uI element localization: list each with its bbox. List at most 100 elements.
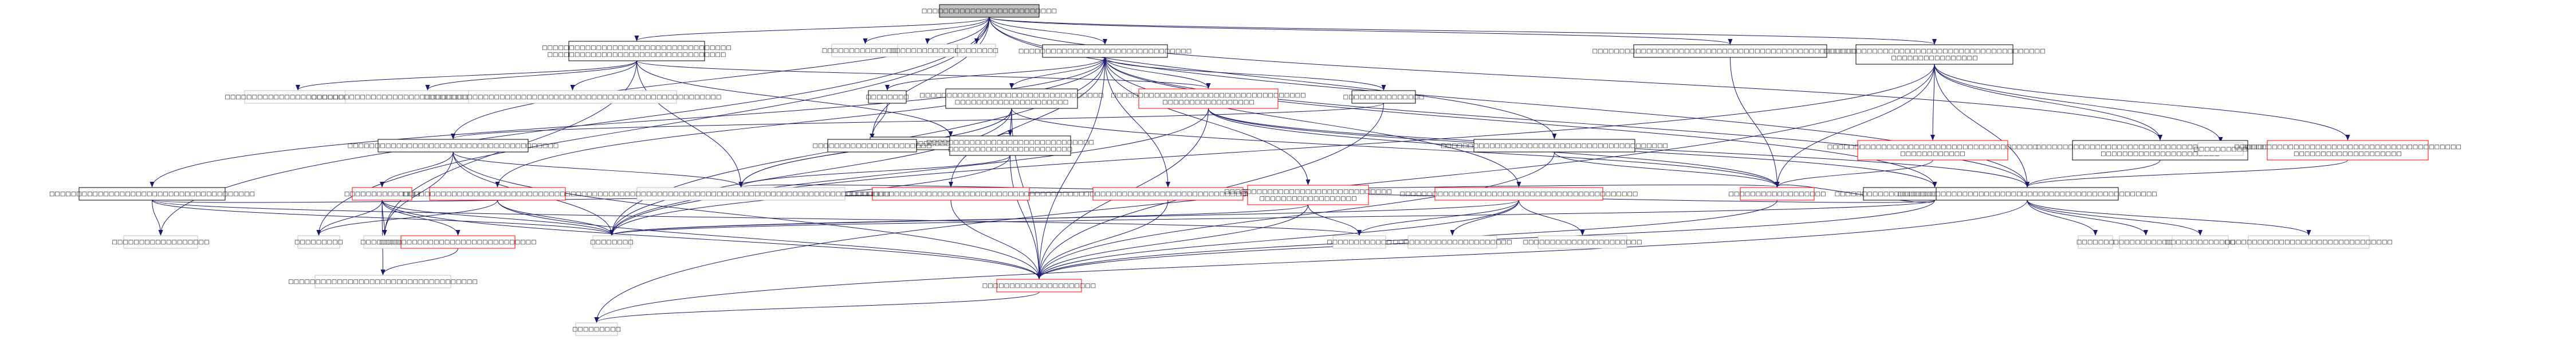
- node-label: □□□□□□□□□: [294, 239, 343, 245]
- node-label: □□□□□□□□□□□□□□□□□□: [1728, 191, 1826, 197]
- edge-n2-to-r8: [1104, 57, 1311, 185]
- graph-node-r9[interactable]: □□□□□□□□□□□□□□□□□□□□□□□□□□□□□□□□□□□□□□□□…: [1400, 187, 1638, 201]
- edge-n8-to-r4: [380, 151, 454, 188]
- node-label: □□□□□□□□□□□□□□□□□□□□□□□□□□□□□□□□□□□□□□□□…: [1441, 143, 1668, 149]
- graph-node-g16[interactable]: □□□□□□□: [2076, 235, 2114, 249]
- graph-node-g6[interactable]: □□□□□□□□□□□□□□□□□□□□□□□□□□□□□□□□□□□□□□□□…: [424, 90, 722, 104]
- node-label: □□□□□□□□□□□□□□□□□□□□□□: [813, 143, 932, 149]
- edge-r4-to-r12: [382, 200, 1041, 279]
- node-label: □□□□□□□□□□□□□□□□□□□□□□□□□□□□□□□□□□□: [542, 45, 731, 51]
- graph-node-r10[interactable]: □□□□□□□□□□□□□□□□□□: [1728, 187, 1826, 201]
- node-box: [1407, 235, 1497, 249]
- graph-node-g19[interactable]: □□□□□□□□□□□□□□□□□□□□□□□□□□□□□□□: [2225, 235, 2393, 249]
- edge-r9-to-g11: [609, 200, 1519, 236]
- graph-node-n8[interactable]: □□□□□□□□□□□□□□□□□□□□□□□□□□□□□□□□□□□□□□□: [348, 139, 559, 153]
- node-label: □□□□□□□□: [955, 48, 998, 54]
- node-label: □□□□□□□□□□□□: [1900, 151, 1965, 157]
- node-label: □□□□□□□□□□□□□□□□□□: [112, 239, 209, 245]
- node-label: □□□□□□□□□□□□: [2113, 239, 2178, 245]
- graph-node-g20[interactable]: □□□□□□□□□□□□□□□□□□□□□□□□□□□□□□□□□□□: [288, 275, 478, 288]
- edge-r11-to-g20: [380, 248, 458, 275]
- edge-r1-to-g11: [609, 108, 1209, 236]
- graph-node-r2[interactable]: □□□□□□□□□□□□□□□□□□□□□□□□□□□□□□□□□□□□□□□□…: [1827, 140, 2038, 161]
- graph-node-n5[interactable]: □□□□□□□□: [866, 90, 909, 104]
- graph-node-g14[interactable]: □□□□□□□□□□□□□□□□□□□□□□: [1393, 235, 1512, 249]
- graph-node-r1[interactable]: □□□□□□□□□□□□□□□□□□□□□□□□□□□□□□□□□□□□□□□□…: [1111, 88, 1306, 109]
- node-label: □□□□□□□□□□□□□□□□□□□□□□□: [948, 146, 1072, 153]
- node-label: □□□□□□□□□□□□□□□□□□□□□□□□□: [922, 8, 1057, 14]
- graph-node-g18[interactable]: □□□□□□□□□□□□□: [2165, 235, 2236, 249]
- graph-node-g9[interactable]: □□□□□□□□□□□□□□□□□□: [112, 235, 210, 249]
- graph-node-n9[interactable]: □□□□□□□□□□□□□□□□□□□□□□□□□□□□□□□□□□□□□□□□…: [1441, 139, 1668, 153]
- edge-n2-to-n7: [1104, 57, 1386, 91]
- graph-node-n7[interactable]: □□□□□□□□□□□□□□□: [1343, 90, 1425, 104]
- edge-n13-to-r12: [1010, 155, 1041, 279]
- graph-node-n14[interactable]: □□□□□□□□□□□□□□□□□□□□□□□□□□□□□□□□□□□□□□: [49, 187, 255, 201]
- graph-node-n4[interactable]: □□□□□□□□□□□□□□□□□□□□□□□□□□□□□□□□□□□□□□□□…: [1823, 44, 2046, 65]
- graph-node-g2[interactable]: □□□□□□□□□□□□□□: [890, 44, 965, 57]
- edge-r5-to-g11: [497, 200, 614, 236]
- edge-n15-to-r10: [1775, 181, 1935, 203]
- edge-n5-to-n12: [870, 103, 888, 139]
- graph-node-g15[interactable]: □□□□□□□□□□□□□□□□□□□□□□: [1523, 235, 1642, 249]
- graph-node-r6[interactable]: □□□□□□□□□□□□□□□□□□□□□□□□□□□□□□□□□□□□□□□□…: [840, 187, 1062, 201]
- edge-r4-to-g10: [316, 200, 383, 236]
- edge-n2-to-r1: [1104, 57, 1211, 89]
- graph-node-n16[interactable]: □□□□□□□□□□□□□□□□□□□□□□□□□□□□□□□□□□□□□□□□…: [1897, 187, 2157, 201]
- edge-n1-to-r1: [636, 60, 1211, 89]
- node-label: □□□□□□□□□□□□□□□□□: [1162, 99, 1254, 106]
- graph-node-g12[interactable]: □□□□□□□□□: [360, 235, 409, 249]
- edge-n2-to-n5: [885, 57, 1106, 91]
- node-label: □□□□□□□□□□□□□□□□□□□□□□□□□□□□□□□□□□□□□□□□…: [424, 94, 722, 100]
- graph-node-n6[interactable]: □□□□□□□□□□□□□□□□□□□□□□□□□□□□□□□□□□□□□□□□…: [919, 88, 1104, 109]
- edge-root-to-n8: [451, 17, 990, 139]
- node-box: [2248, 235, 2370, 249]
- node-label: □□□□□□□□□□□□□□□□: [1891, 55, 1977, 61]
- edge-r4-to-g11: [382, 200, 614, 236]
- node-label: □□□□□□□□□□□□□□□□□□□□□□□□□□□□□□□: [1224, 189, 1392, 195]
- node-box: [1042, 44, 1168, 58]
- graph-node-g10[interactable]: □□□□□□□□□: [294, 235, 343, 249]
- edge-root-to-n9: [989, 17, 1557, 139]
- edge-n4-to-r3: [1934, 64, 2350, 141]
- graph-node-n3[interactable]: □□□□□□□□□□□□□□□□□□□□□□□□□□□□□□□□□□□□□□□□…: [1592, 44, 1869, 58]
- node-box: [939, 4, 1040, 18]
- node-box: [377, 139, 529, 153]
- graph-node-r3[interactable]: □□□□□□□□□□□□□□□□□□□□□□□□□□□□□□□□□□□□□□□□…: [2234, 140, 2461, 161]
- node-label: □□□□□□□□□□□□: [1327, 239, 1391, 245]
- graph-node-g21[interactable]: □□□□□□□□□: [572, 322, 621, 336]
- graph-node-r4[interactable]: □□□□□□□□□□□□□□: [344, 187, 420, 201]
- node-box: [897, 44, 958, 57]
- graph-node-g13[interactable]: □□□□□□□□□□□□: [1327, 235, 1392, 249]
- graph-node-n2[interactable]: □□□□□□□□□□□□□□□□□□□□□□□□□□□□□□□□: [1018, 44, 1191, 58]
- graph-node-g3[interactable]: □□□□□□□□: [955, 44, 998, 57]
- graph-node-root[interactable]: □□□□□□□□□□□□□□□□□□□□□□□□□: [922, 4, 1057, 18]
- graph-node-n12[interactable]: □□□□□□□□□□□□□□□□□□□□□□: [813, 139, 932, 153]
- node-box: [592, 235, 631, 249]
- graph-node-r8[interactable]: □□□□□□□□□□□□□□□□□□□□□□□□□□□□□□□□□□□□□□□□…: [1224, 185, 1392, 205]
- graph-node-n13[interactable]: □□□□□□□□□□□□□□□□□□□□□□□□□□□□□□□□□□□□□□□□…: [926, 135, 1094, 156]
- edge-n1-to-g4: [296, 60, 637, 91]
- graph-node-g7[interactable]: □□□□□□□□□□: [2193, 142, 2248, 156]
- edge-n2-to-n15: [1104, 57, 1937, 188]
- graph-node-n1[interactable]: □□□□□□□□□□□□□□□□□□□□□□□□□□□□□□□□□□□□□□□□…: [542, 41, 731, 61]
- edge-n4-to-n10: [1934, 64, 2162, 141]
- node-label: □□□□□□□□□□□□□□□□□□□□□□□□□□□□□□□□□□: [919, 92, 1103, 99]
- edge-n8-to-g12: [382, 151, 454, 236]
- node-layer: □□□□□□□□□□□□□□□□□□□□□□□□□□□□□□□□□□□□□□□□…: [49, 4, 2461, 336]
- graph-node-g8[interactable]: □□□□□□□□□□□□□□□□□□□□□□□□□□□□□□□□□□□□□□□□…: [592, 187, 890, 201]
- node-label: □□□□□□□□□□□□□□□□□□□□□□□□□□□□□□□□□□□□□□□□…: [1823, 48, 2045, 54]
- edge-n4-to-r10: [1775, 64, 1935, 188]
- edge-n4-to-g7: [1934, 64, 2223, 143]
- graph-node-g11[interactable]: □□□□□□□□: [590, 235, 634, 249]
- edge-n9-to-r12: [1037, 151, 1555, 279]
- node-box: [1332, 235, 1386, 249]
- node-box: [636, 187, 845, 201]
- node-label: □□□□□□□□□□□□□□□□□□□□□□□□□□□□□□□□□□□□: [1111, 92, 1305, 99]
- graph-node-r5[interactable]: □□□□□□□□□□□□□□□□□□□□□□□□□□□□□□□□□□□: [403, 187, 592, 201]
- node-label: □□□□□□□□□□□□□□□□□□□□□□□□□□□□□: [380, 239, 537, 245]
- graph-node-r7[interactable]: □□□□□□□□□□□□□□□□□□□□□□□□□□□□□□□□□□□□□□□: [1063, 187, 1273, 201]
- graph-node-r12[interactable]: □□□□□□□□□□□□□□□□□□□□□: [982, 279, 1096, 292]
- graph-node-r11[interactable]: □□□□□□□□□□□□□□□□□□□□□□□□□□□□□: [380, 235, 537, 249]
